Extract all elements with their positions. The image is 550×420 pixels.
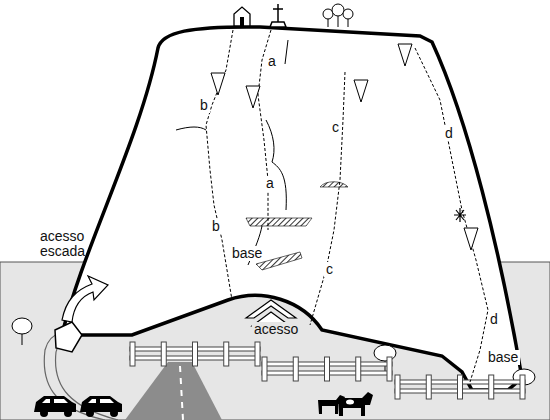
route-label: base: [486, 350, 520, 365]
routes: [206, 30, 488, 382]
boulder: [55, 322, 82, 352]
route-label: acesso: [252, 322, 300, 337]
route-b: [206, 30, 233, 300]
road: [125, 362, 222, 420]
belay-markers: [211, 44, 478, 250]
route-label: a: [264, 176, 276, 191]
route-label: c: [324, 262, 335, 277]
trees: [12, 318, 535, 398]
cracks: [176, 40, 288, 265]
chapel: [234, 7, 250, 26]
route-label: c: [330, 120, 341, 135]
ledge: [320, 182, 348, 187]
route-c: [310, 72, 345, 325]
ledge: [246, 218, 312, 226]
route-label: b: [198, 98, 210, 113]
route-d: [415, 48, 488, 382]
rock-outline: [62, 27, 522, 390]
stair-arrow: [62, 276, 108, 322]
cows: [318, 392, 373, 416]
route-label: b: [210, 219, 222, 234]
cross: [270, 4, 286, 27]
fences: [130, 347, 525, 393]
summit-trees: [323, 4, 353, 27]
chapel-door: [240, 17, 244, 26]
route-label: acesso escada: [38, 229, 104, 259]
route-label: a: [266, 54, 278, 69]
fence-posts: [130, 342, 525, 399]
road-line: [180, 366, 183, 420]
mark: [454, 208, 466, 222]
route-label: d: [488, 312, 500, 327]
route-label: d: [443, 126, 455, 141]
cars: [34, 396, 122, 417]
route-label: base: [230, 246, 264, 261]
